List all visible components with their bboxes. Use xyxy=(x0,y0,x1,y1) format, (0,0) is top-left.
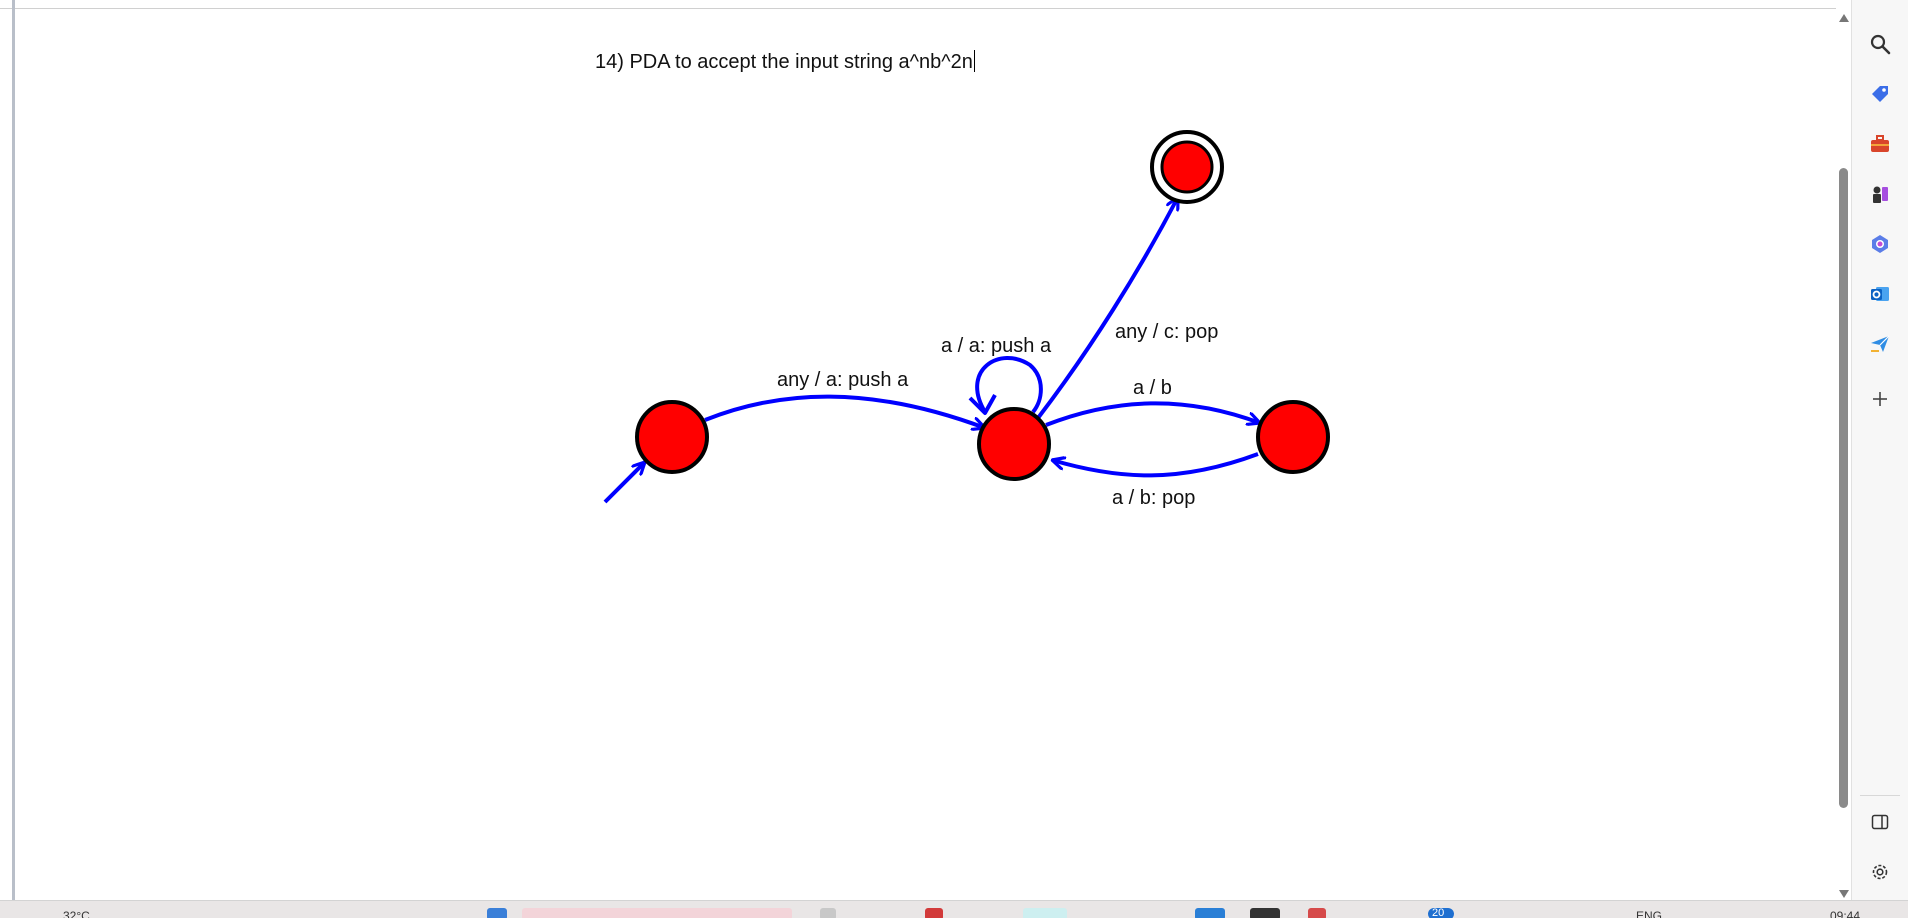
label-q1-q3: any / c: pop xyxy=(1115,321,1218,343)
copilot-icon[interactable] xyxy=(1866,230,1894,258)
label-q0-q1: any / a: push a xyxy=(777,369,909,391)
notification-badge[interactable] xyxy=(1428,908,1454,918)
start-arrow xyxy=(603,462,645,504)
edge-q2-q1 xyxy=(1052,452,1259,478)
taskbar-app-icon[interactable] xyxy=(1195,908,1225,918)
taskbar-app-icon[interactable] xyxy=(925,908,943,918)
edge-q0-q1 xyxy=(704,394,985,428)
plus-icon[interactable] xyxy=(1866,385,1894,413)
edge-q1-q3 xyxy=(1036,197,1180,420)
send-icon[interactable] xyxy=(1866,330,1894,358)
label-q1-self: a / a: push a xyxy=(941,335,1052,357)
state-q1 xyxy=(977,407,1051,481)
edge-q1-self xyxy=(975,356,1043,414)
settings-icon[interactable] xyxy=(1866,858,1894,886)
language-indicator[interactable]: ENG xyxy=(1636,909,1663,918)
browser-sidebar xyxy=(1851,0,1908,900)
taskbar-app-icon[interactable] xyxy=(1250,908,1280,918)
toolbox-icon[interactable] xyxy=(1866,130,1894,158)
label-q1-q2: a / b xyxy=(1133,377,1172,399)
sidebar-divider xyxy=(1860,795,1900,796)
chess-icon[interactable] xyxy=(1866,180,1894,208)
windows-taskbar: 32°C 20 ENG 09:44 xyxy=(0,900,1908,918)
state-q0 xyxy=(635,400,709,474)
ruler-line xyxy=(0,8,1836,9)
text-caret xyxy=(973,50,975,72)
scroll-down-arrow[interactable] xyxy=(1839,890,1849,898)
taskbar-app-icon[interactable] xyxy=(820,908,836,918)
edge-q1-self-head xyxy=(968,394,997,415)
page-title[interactable]: 14) PDA to accept the input string a^nb^… xyxy=(595,50,975,74)
split-view-icon[interactable] xyxy=(1866,808,1894,836)
page-margin-rule xyxy=(12,0,15,900)
document-canvas[interactable]: 14) PDA to accept the input string a^nb^… xyxy=(0,0,1836,900)
label-q2-q1: a / b: pop xyxy=(1112,487,1195,509)
scroll-up-arrow[interactable] xyxy=(1839,14,1849,22)
scroll-thumb[interactable] xyxy=(1839,168,1848,808)
taskbar-search[interactable] xyxy=(522,908,792,918)
pda-diagram: any / a: push a a / a: push a any / c: p… xyxy=(603,130,1330,509)
weather-temp[interactable]: 32°C xyxy=(63,909,90,918)
tag-icon[interactable] xyxy=(1866,80,1894,108)
outlook-icon[interactable] xyxy=(1866,280,1894,308)
edge-q1-q2 xyxy=(1045,401,1260,427)
state-q3-accept xyxy=(1150,130,1224,204)
state-q2 xyxy=(1256,400,1330,474)
search-icon[interactable] xyxy=(1866,30,1894,58)
taskbar-app-icon-active[interactable] xyxy=(1023,908,1067,918)
clock-time[interactable]: 09:44 xyxy=(1830,909,1861,918)
page-title-text: 14) PDA to accept the input string a^nb^… xyxy=(595,51,973,73)
taskbar-app-icon[interactable] xyxy=(1308,908,1326,918)
vertical-scrollbar[interactable] xyxy=(1836,8,1851,900)
start-button[interactable] xyxy=(487,908,507,918)
notification-count: 20 xyxy=(1432,907,1445,918)
